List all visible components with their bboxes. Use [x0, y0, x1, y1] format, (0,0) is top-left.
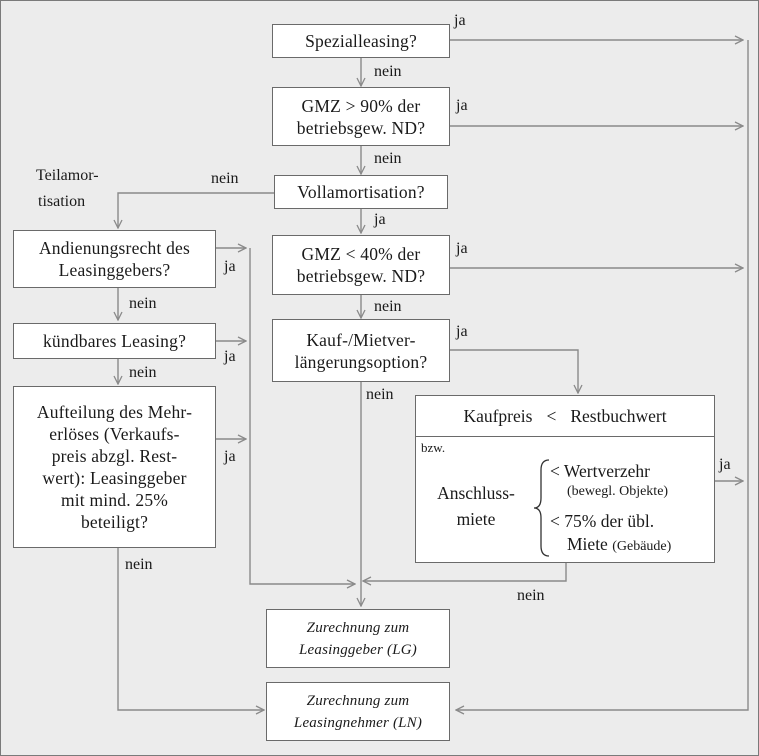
cond2: < 75% der übl. [550, 510, 654, 532]
edge-nein-andienung: nein [129, 295, 157, 312]
aufteilung-line4: wert): Leasinggeber [42, 468, 187, 488]
lg-line1: Zurechnung zum [306, 619, 410, 636]
cond2-line2: Miete (Gebäude) [567, 533, 671, 558]
edge-nein-voll: nein [211, 170, 239, 187]
edge-nein-gmz90: nein [374, 150, 402, 167]
kaufoption-line2: längerungsoption? [294, 351, 428, 372]
andienungsrecht-line2: Leasinggebers? [58, 260, 171, 280]
edge-ja-voll: ja [374, 211, 386, 228]
cond1-note: (bewegl. Objekte) [567, 484, 669, 499]
kaufpreis-box: Kaufpreis < Restbuchwert bzw. Anschluss-… [415, 395, 715, 563]
edge-ja-kaufoption: ja [456, 323, 468, 340]
aufteilung-line5: mit mind. 25% [60, 490, 169, 510]
ln-line2: Leasingnehmer (LN) [293, 714, 423, 731]
kaufpreis-right: Restbuchwert [570, 405, 667, 426]
kuendbar-label: kündbares Leasing? [42, 331, 187, 351]
cond2-text: < 75% der übl. [550, 511, 655, 531]
edge-nein-spezial: nein [374, 63, 402, 80]
teilamortisation-line1: Teilamor- [36, 167, 99, 184]
edge-nein-kuendbar: nein [129, 364, 157, 381]
aufteilung-line6: beteiligt? [80, 512, 149, 532]
andienungsrecht-box: Andienungsrecht des Leasinggebers? [13, 230, 216, 288]
andienungsrecht-line1: Andienungsrecht des [38, 238, 191, 258]
edge-ja-kaufpreis: ja [719, 456, 731, 473]
lg-line2: Leasinggeber (LG) [299, 641, 417, 658]
curly-brace-icon [533, 459, 550, 557]
edge-nein-gmz40: nein [374, 298, 402, 315]
cond1: < Wertverzehr [550, 460, 650, 482]
spezialleasing-label: Spezialleasing? [305, 31, 417, 51]
kaufpreis-left: Kaufpreis [463, 405, 533, 426]
ln-box: Zurechnung zum Leasingnehmer (LN) [266, 682, 450, 741]
cond2-main: Miete [567, 534, 608, 554]
edge-ja-aufteilung: ja [224, 448, 236, 465]
kaufoption-line1: Kauf-/Mietver- [306, 329, 416, 350]
edge-ja-gmz90: ja [456, 97, 468, 114]
edge-ja-spezial: ja [454, 12, 466, 29]
gmz40-line2: betriebsgew. ND? [296, 266, 426, 286]
gmz90-line2: betriebsgew. ND? [296, 117, 426, 138]
teilamortisation-line2: tisation [38, 193, 86, 210]
gmz90-box: GMZ > 90% der betriebsgew. ND? [272, 87, 450, 146]
anschluss-label: Anschluss- miete [422, 480, 530, 532]
bzw-label: bzw. [421, 440, 446, 455]
vollamortisation-box: Vollamortisation? [274, 175, 448, 209]
edge-nein-aufteilung: nein [125, 556, 153, 573]
kaufpreis-op: < [546, 405, 557, 426]
aufteilung-line3: preis abzgl. Rest- [51, 446, 178, 466]
edge-ja-gmz40: ja [456, 240, 468, 257]
edge-ja-kuendbar: ja [224, 348, 236, 365]
gmz40-box: GMZ < 40% der betriebsgew. ND? [272, 235, 450, 295]
edge-nein-kaufpreis: nein [517, 587, 545, 604]
cond2-note: (Gebäude) [612, 539, 672, 554]
lg-box: Zurechnung zum Leasinggeber (LG) [266, 609, 450, 668]
vollamortisation-label: Vollamortisation? [297, 182, 425, 202]
anschluss-line1: Anschluss- [437, 483, 515, 503]
aufteilung-line2: erlöses (Verkaufs- [49, 424, 180, 444]
kaufpreis-header: Kaufpreis < Restbuchwert [416, 396, 714, 437]
kuendbar-box: kündbares Leasing? [13, 323, 216, 359]
spezialleasing-box: Spezialleasing? [272, 24, 450, 58]
kaufoption-box: Kauf-/Mietver- längerungsoption? [272, 319, 450, 382]
cond1-text: < Wertverzehr [550, 461, 650, 481]
edge-ja-andienung: ja [224, 258, 236, 275]
ln-line1: Zurechnung zum [306, 692, 410, 709]
edge-nein-kaufoption: nein [366, 386, 394, 403]
gmz90-line1: GMZ > 90% der [301, 95, 421, 116]
gmz40-line1: GMZ < 40% der [301, 244, 421, 264]
anschluss-line2: miete [456, 509, 496, 529]
edge-teilamortisation: Teilamor- tisation [36, 163, 99, 215]
aufteilung-line1: Aufteilung des Mehr- [36, 402, 193, 422]
aufteilung-box: Aufteilung des Mehr- erlöses (Verkaufs- … [13, 386, 216, 548]
